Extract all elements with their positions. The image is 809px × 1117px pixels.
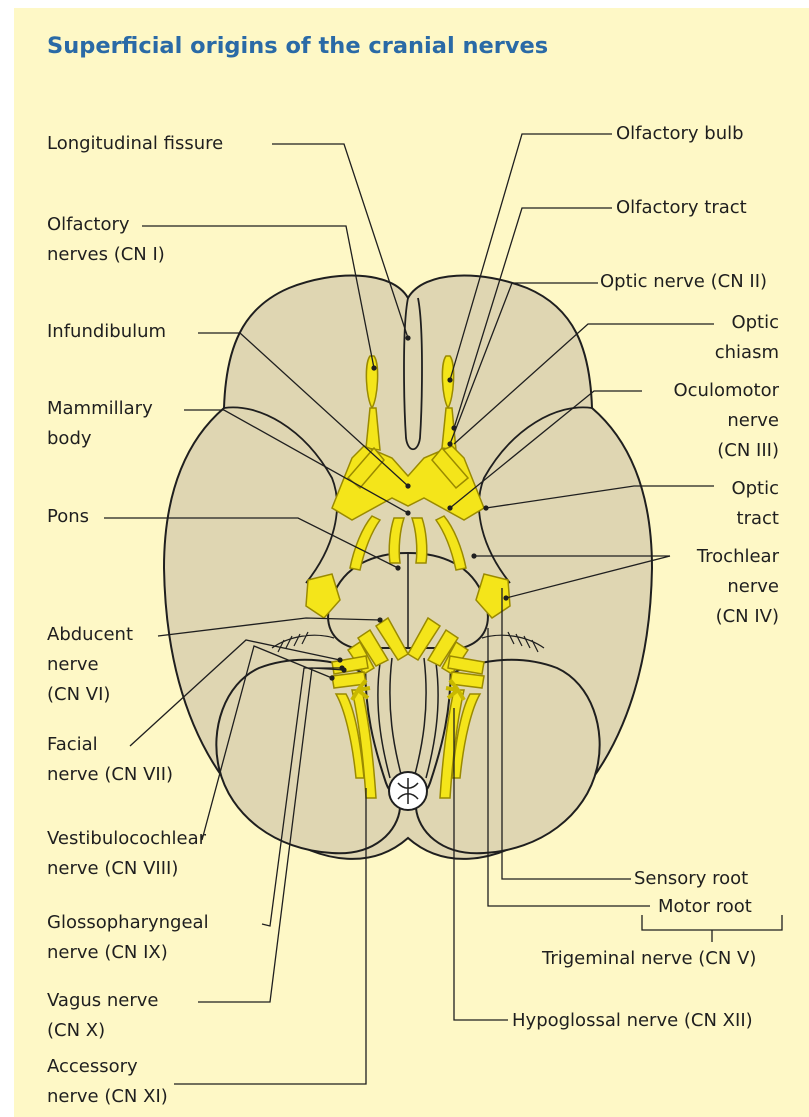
label-vagus-nerve: Vagus nerve (CN X) bbox=[47, 986, 159, 1046]
label-line: nerves (CN I) bbox=[47, 240, 165, 270]
figure-panel: Superficial origins of the cranial nerve… bbox=[14, 8, 809, 1117]
label-line: Mammillary bbox=[47, 394, 153, 424]
label-olfactory-nerves: Olfactory nerves (CN I) bbox=[47, 210, 165, 270]
label-olfactory-tract: Olfactory tract bbox=[616, 193, 747, 223]
label-line: chiasm bbox=[715, 338, 779, 368]
label-line: nerve bbox=[47, 650, 133, 680]
label-optic-chiasm: Optic chiasm bbox=[715, 308, 779, 368]
label-line: nerve bbox=[697, 572, 779, 602]
label-line: nerve (CN VII) bbox=[47, 760, 173, 790]
label-line: Olfactory bbox=[47, 210, 165, 240]
label-line: Optic bbox=[731, 474, 779, 504]
label-line: nerve (CN IX) bbox=[47, 938, 209, 968]
label-trigeminal-nerve: Trigeminal nerve (CN V) bbox=[542, 944, 756, 974]
label-line: Accessory bbox=[47, 1052, 168, 1082]
label-line: Facial bbox=[47, 730, 173, 760]
label-line: Hypoglossal nerve (CN XII) bbox=[512, 1006, 753, 1036]
label-line: Pons bbox=[47, 502, 89, 532]
label-line: nerve (CN XI) bbox=[47, 1082, 168, 1112]
label-line: Trigeminal nerve (CN V) bbox=[542, 944, 756, 974]
label-line: Sensory root bbox=[634, 864, 748, 894]
label-olfactory-bulb: Olfactory bulb bbox=[616, 119, 744, 149]
label-trochlear-nerve: Trochlear nerve (CN IV) bbox=[697, 542, 779, 632]
label-pons: Pons bbox=[47, 502, 89, 532]
label-vestibulocochlear-nerve: Vestibulocochlear nerve (CN VIII) bbox=[47, 824, 206, 884]
label-hypoglossal-nerve: Hypoglossal nerve (CN XII) bbox=[512, 1006, 753, 1036]
label-line: Vestibulocochlear bbox=[47, 824, 206, 854]
label-optic-nerve: Optic nerve (CN II) bbox=[600, 267, 767, 297]
label-line: Olfactory tract bbox=[616, 193, 747, 223]
label-infundibulum: Infundibulum bbox=[47, 317, 166, 347]
label-line: Vagus nerve bbox=[47, 986, 159, 1016]
label-line: nerve (CN VIII) bbox=[47, 854, 206, 884]
label-abducent-nerve: Abducent nerve (CN VI) bbox=[47, 620, 133, 710]
label-line: Trochlear bbox=[697, 542, 779, 572]
label-accessory-nerve: Accessory nerve (CN XI) bbox=[47, 1052, 168, 1112]
label-line: Abducent bbox=[47, 620, 133, 650]
label-line: (CN III) bbox=[673, 436, 779, 466]
label-line: Optic bbox=[715, 308, 779, 338]
label-line: tract bbox=[731, 504, 779, 534]
label-line: Infundibulum bbox=[47, 317, 166, 347]
label-line: Longitudinal fissure bbox=[47, 129, 223, 159]
label-longitudinal-fissure: Longitudinal fissure bbox=[47, 129, 223, 159]
label-optic-tract: Optic tract bbox=[731, 474, 779, 534]
label-line: (CN X) bbox=[47, 1016, 159, 1046]
label-line: Olfactory bulb bbox=[616, 119, 744, 149]
label-sensory-root: Sensory root bbox=[634, 864, 748, 894]
label-line: Glossopharyngeal bbox=[47, 908, 209, 938]
label-line: Motor root bbox=[658, 892, 752, 922]
label-line: (CN IV) bbox=[697, 602, 779, 632]
label-line: (CN VI) bbox=[47, 680, 133, 710]
label-line: Optic nerve (CN II) bbox=[600, 267, 767, 297]
label-line: Oculomotor bbox=[673, 376, 779, 406]
label-glossopharyngeal-nerve: Glossopharyngeal nerve (CN IX) bbox=[47, 908, 209, 968]
label-line: nerve bbox=[673, 406, 779, 436]
brain-base-outline bbox=[164, 276, 652, 859]
label-facial-nerve: Facial nerve (CN VII) bbox=[47, 730, 173, 790]
label-mammillary-body: Mammillary body bbox=[47, 394, 153, 454]
label-motor-root: Motor root bbox=[658, 892, 752, 922]
label-line: body bbox=[47, 424, 153, 454]
label-oculomotor-nerve: Oculomotor nerve (CN III) bbox=[673, 376, 779, 466]
